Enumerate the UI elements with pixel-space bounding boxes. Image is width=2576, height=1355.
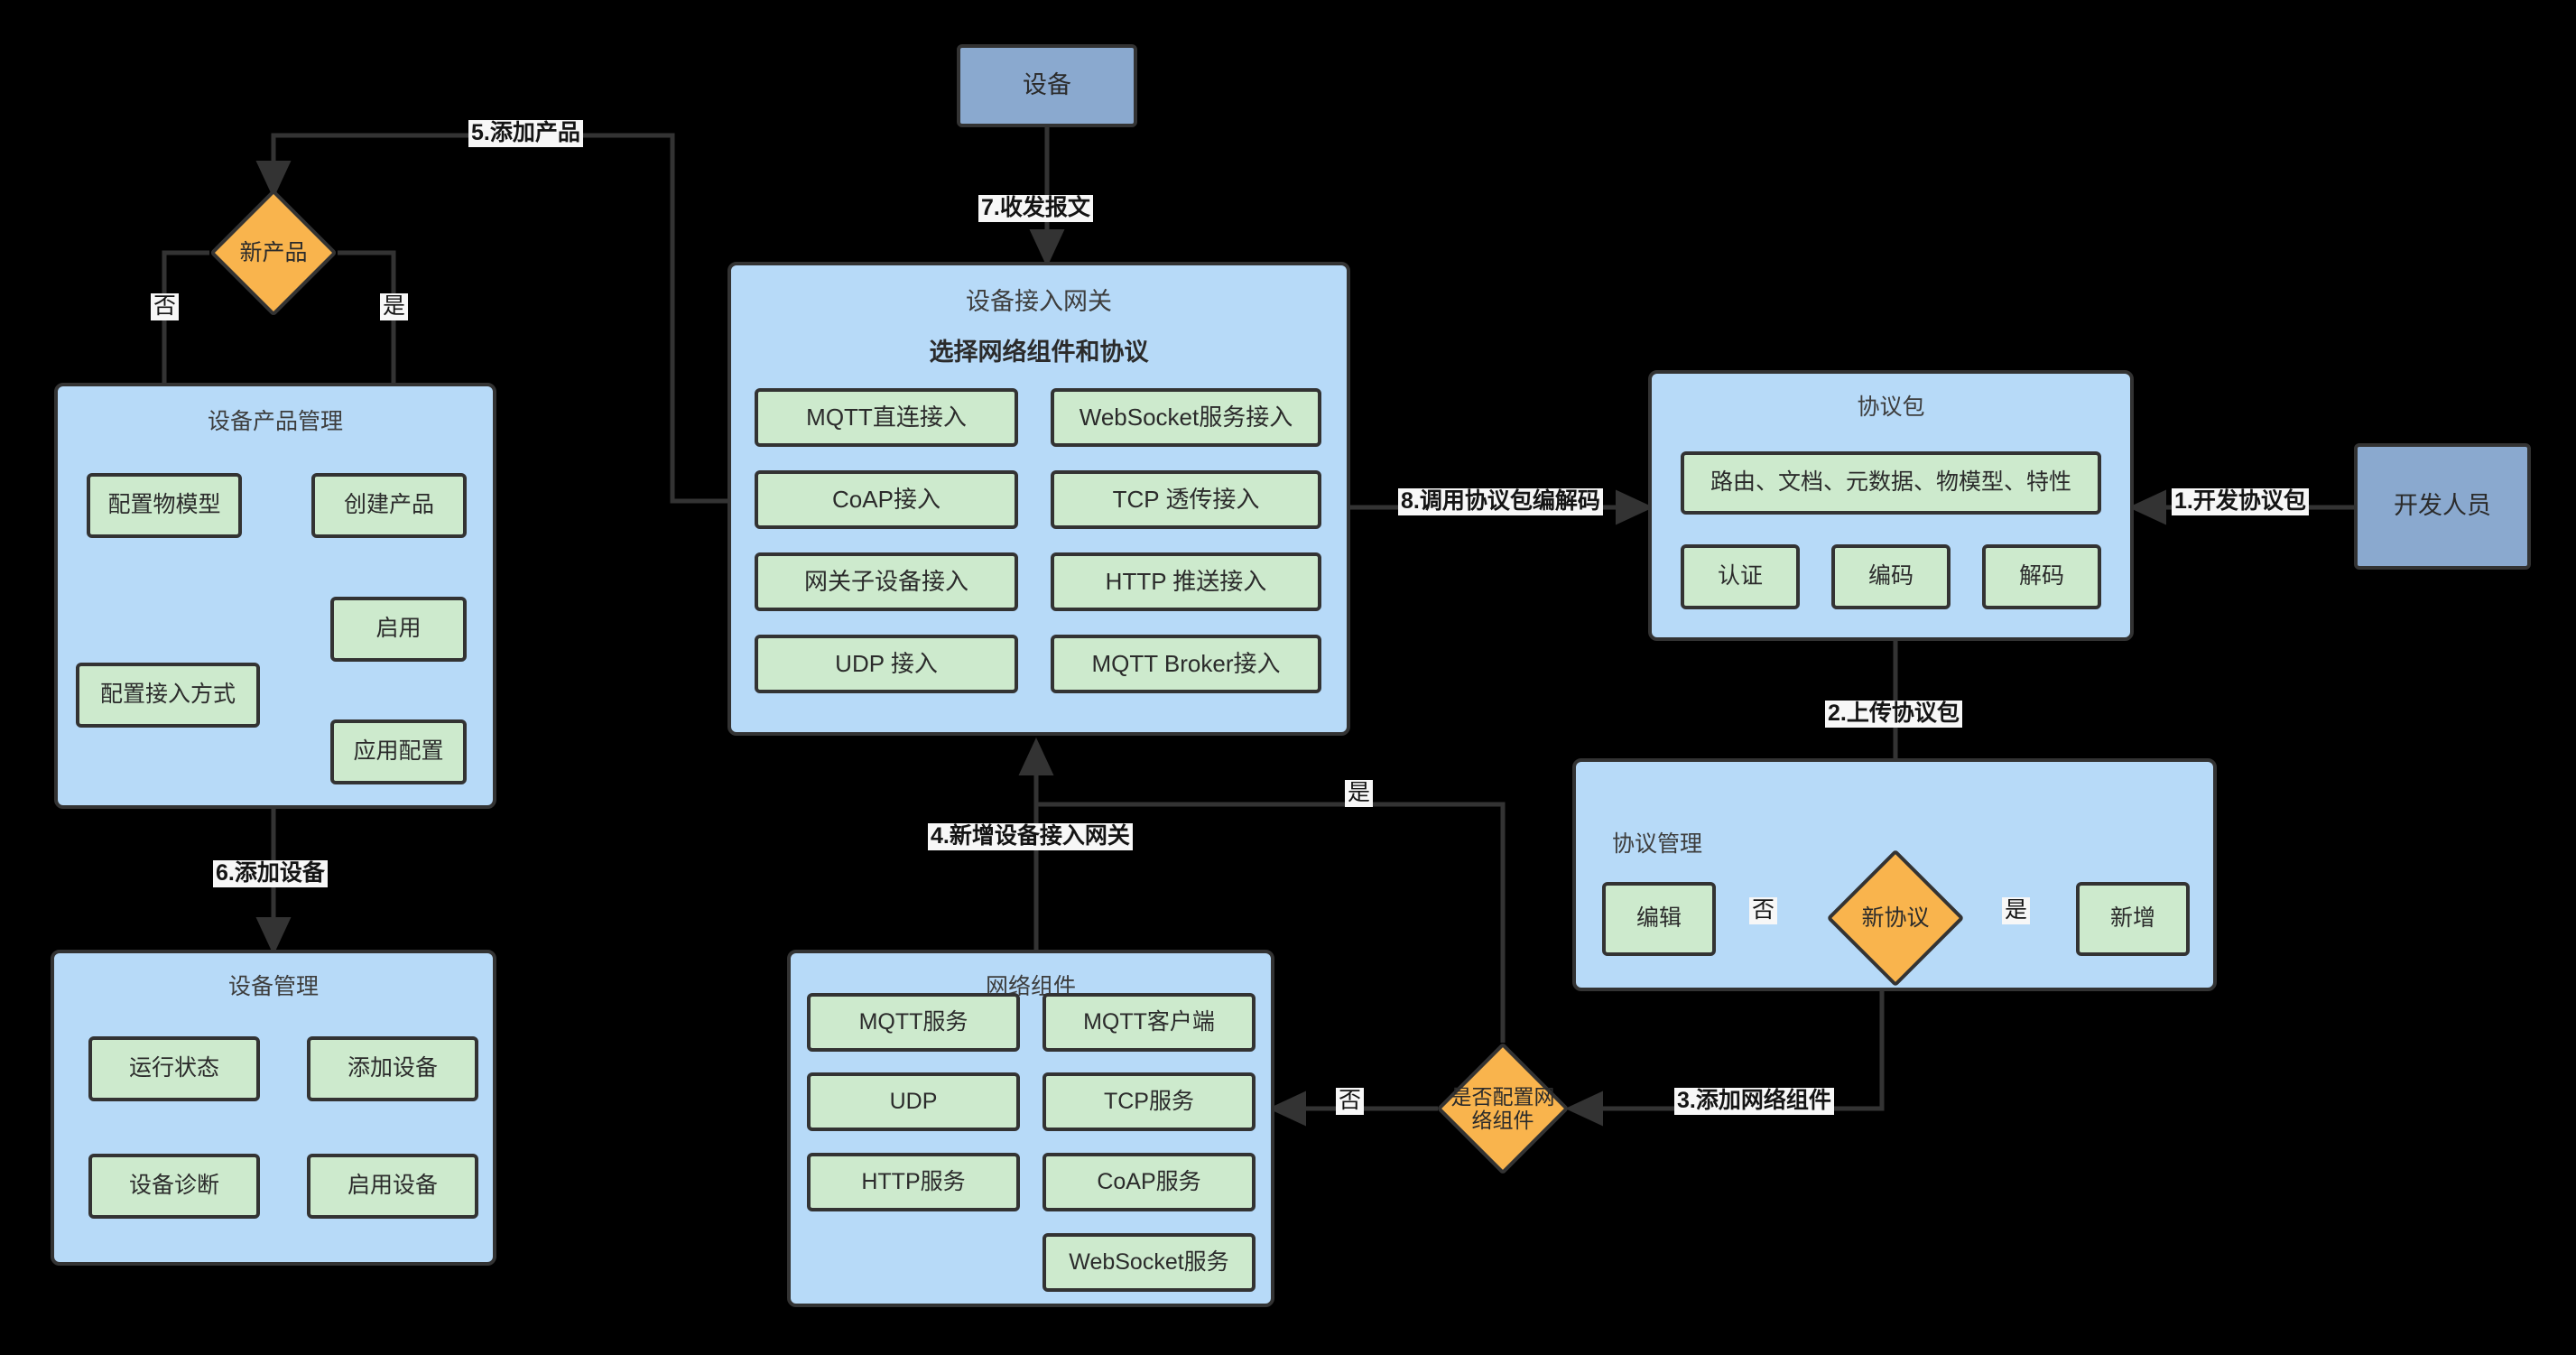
node-udp-access-label: UDP 接入 [835,650,938,678]
edge-label-step4: 4.新增设备接入网关 [928,823,1133,850]
decision-new-protocol-label: 新协议 [1861,905,1930,931]
node-mqtt-client[interactable]: MQTT客户端 [1042,993,1256,1052]
decision-new-product[interactable]: 新产品 [209,189,338,317]
node-authentication[interactable]: 认证 [1681,544,1800,609]
node-add-device-label: 添加设备 [347,1055,438,1081]
node-configure-thing-model-label: 配置物模型 [107,492,221,518]
device-actor[interactable]: 设备 [957,44,1137,127]
node-apply-config[interactable]: 应用配置 [330,719,467,784]
node-websocket-service-access[interactable]: WebSocket服务接入 [1051,388,1321,447]
node-add-device[interactable]: 添加设备 [307,1036,478,1101]
node-enable-label: 启用 [375,616,422,642]
decision-configure-network-line1: 是否配置网 [1450,1084,1555,1109]
node-decode[interactable]: 解码 [1982,544,2101,609]
developer-actor-label: 开发人员 [2394,492,2491,520]
node-tcp-service[interactable]: TCP服务 [1042,1072,1256,1131]
node-tcp-transparent-access[interactable]: TCP 透传接入 [1051,470,1321,529]
device-actor-label: 设备 [1023,71,1071,99]
node-coap-access-label: CoAP接入 [832,486,941,514]
edge-label-no-product: 否 [151,293,180,320]
decision-new-protocol[interactable]: 新协议 [1826,849,1965,988]
node-protocol-capabilities-label: 路由、文档、元数据、物模型、特性 [1710,469,2071,496]
node-create-product[interactable]: 创建产品 [311,473,467,538]
group-protocol-management-title: 协议管理 [1612,831,1703,857]
node-authentication-label: 认证 [1717,563,1763,589]
node-edit-protocol-label: 编辑 [1635,905,1682,932]
node-mqtt-direct-access-label: MQTT直连接入 [806,404,967,432]
node-coap-service-label: CoAP服务 [1097,1168,1201,1194]
decision-new-product-label: 新产品 [239,239,308,265]
edge-label-step5: 5.添加产品 [468,120,583,147]
decision-configure-network[interactable]: 是否配置网 络组件 [1436,1042,1570,1175]
edge-label-step6: 6.添加设备 [213,860,328,887]
node-add-protocol[interactable]: 新增 [2076,882,2190,956]
node-device-diagnosis-label: 设备诊断 [128,1173,219,1199]
node-http-service-label: HTTP服务 [861,1168,966,1194]
node-http-push-access-label: HTTP 推送接入 [1105,568,1267,596]
edge-label-step1: 1.开发协议包 [2172,488,2309,515]
edge-label-step2: 2.上传协议包 [1825,701,1962,728]
group-device-access-gateway-subtitle: 选择网络组件和协议 [929,339,1149,366]
edge-label-step8: 8.调用协议包编解码 [1398,488,1603,515]
node-enable-device-label: 启用设备 [347,1173,438,1199]
node-coap-service[interactable]: CoAP服务 [1042,1153,1256,1211]
edge-label-no-network: 否 [1336,1088,1365,1115]
node-running-status-label: 运行状态 [128,1055,219,1081]
group-device-access-gateway-title: 设备接入网关 [966,288,1112,315]
group-protocol-package-title: 协议包 [1857,394,1925,420]
node-mqtt-service[interactable]: MQTT服务 [807,993,1020,1052]
node-mqtt-client-label: MQTT客户端 [1083,1008,1215,1035]
node-mqtt-broker-access[interactable]: MQTT Broker接入 [1051,635,1321,693]
node-websocket-service-access-label: WebSocket服务接入 [1079,404,1293,432]
edge-label-no-protocol: 否 [1749,897,1778,924]
edge-label-step7: 7.收发报文 [978,195,1093,222]
node-udp-access[interactable]: UDP 接入 [755,635,1018,693]
node-tcp-service-label: TCP服务 [1103,1088,1194,1114]
node-configure-access-mode-label: 配置接入方式 [99,682,236,708]
node-apply-config-label: 应用配置 [353,738,444,765]
node-enable-device[interactable]: 启用设备 [307,1154,478,1219]
node-enable[interactable]: 启用 [330,597,467,662]
node-create-product-label: 创建产品 [343,492,434,518]
node-gateway-subdevice-access-label: 网关子设备接入 [803,568,968,596]
node-http-service[interactable]: HTTP服务 [807,1153,1020,1211]
node-running-status[interactable]: 运行状态 [88,1036,260,1101]
decision-configure-network-line2: 络组件 [1471,1109,1534,1132]
node-mqtt-direct-access[interactable]: MQTT直连接入 [755,388,1018,447]
node-decode-label: 解码 [2018,563,2064,589]
node-http-push-access[interactable]: HTTP 推送接入 [1051,552,1321,611]
edge-label-yes-protocol: 是 [2002,897,2031,924]
node-udp-label: UDP [889,1088,938,1114]
node-device-diagnosis[interactable]: 设备诊断 [88,1154,260,1219]
node-udp[interactable]: UDP [807,1072,1020,1131]
edge-label-step3: 3.添加网络组件 [1674,1088,1834,1115]
node-websocket-service[interactable]: WebSocket服务 [1042,1233,1256,1292]
node-protocol-capabilities[interactable]: 路由、文档、元数据、物模型、特性 [1681,451,2101,515]
node-gateway-subdevice-access[interactable]: 网关子设备接入 [755,552,1018,611]
decision-configure-network-label: 是否配置网 络组件 [1451,1085,1555,1133]
edge-label-yes-product: 是 [380,293,409,320]
node-configure-access-mode[interactable]: 配置接入方式 [76,663,260,728]
group-product-management-title: 设备产品管理 [207,409,343,434]
node-websocket-service-label: WebSocket服务 [1069,1248,1229,1275]
node-mqtt-broker-access-label: MQTT Broker接入 [1091,650,1281,678]
node-edit-protocol[interactable]: 编辑 [1602,882,1716,956]
node-mqtt-service-label: MQTT服务 [858,1008,968,1035]
node-coap-access[interactable]: CoAP接入 [755,470,1018,529]
node-tcp-transparent-access-label: TCP 透传接入 [1112,486,1260,514]
edge-label-yes-network: 是 [1345,780,1374,807]
node-encode[interactable]: 编码 [1831,544,1951,609]
node-configure-thing-model[interactable]: 配置物模型 [87,473,242,538]
developer-actor[interactable]: 开发人员 [2354,443,2531,570]
node-add-protocol-label: 新增 [2109,905,2155,932]
group-device-management-title: 设备管理 [227,974,319,999]
node-encode-label: 编码 [1867,563,1913,589]
